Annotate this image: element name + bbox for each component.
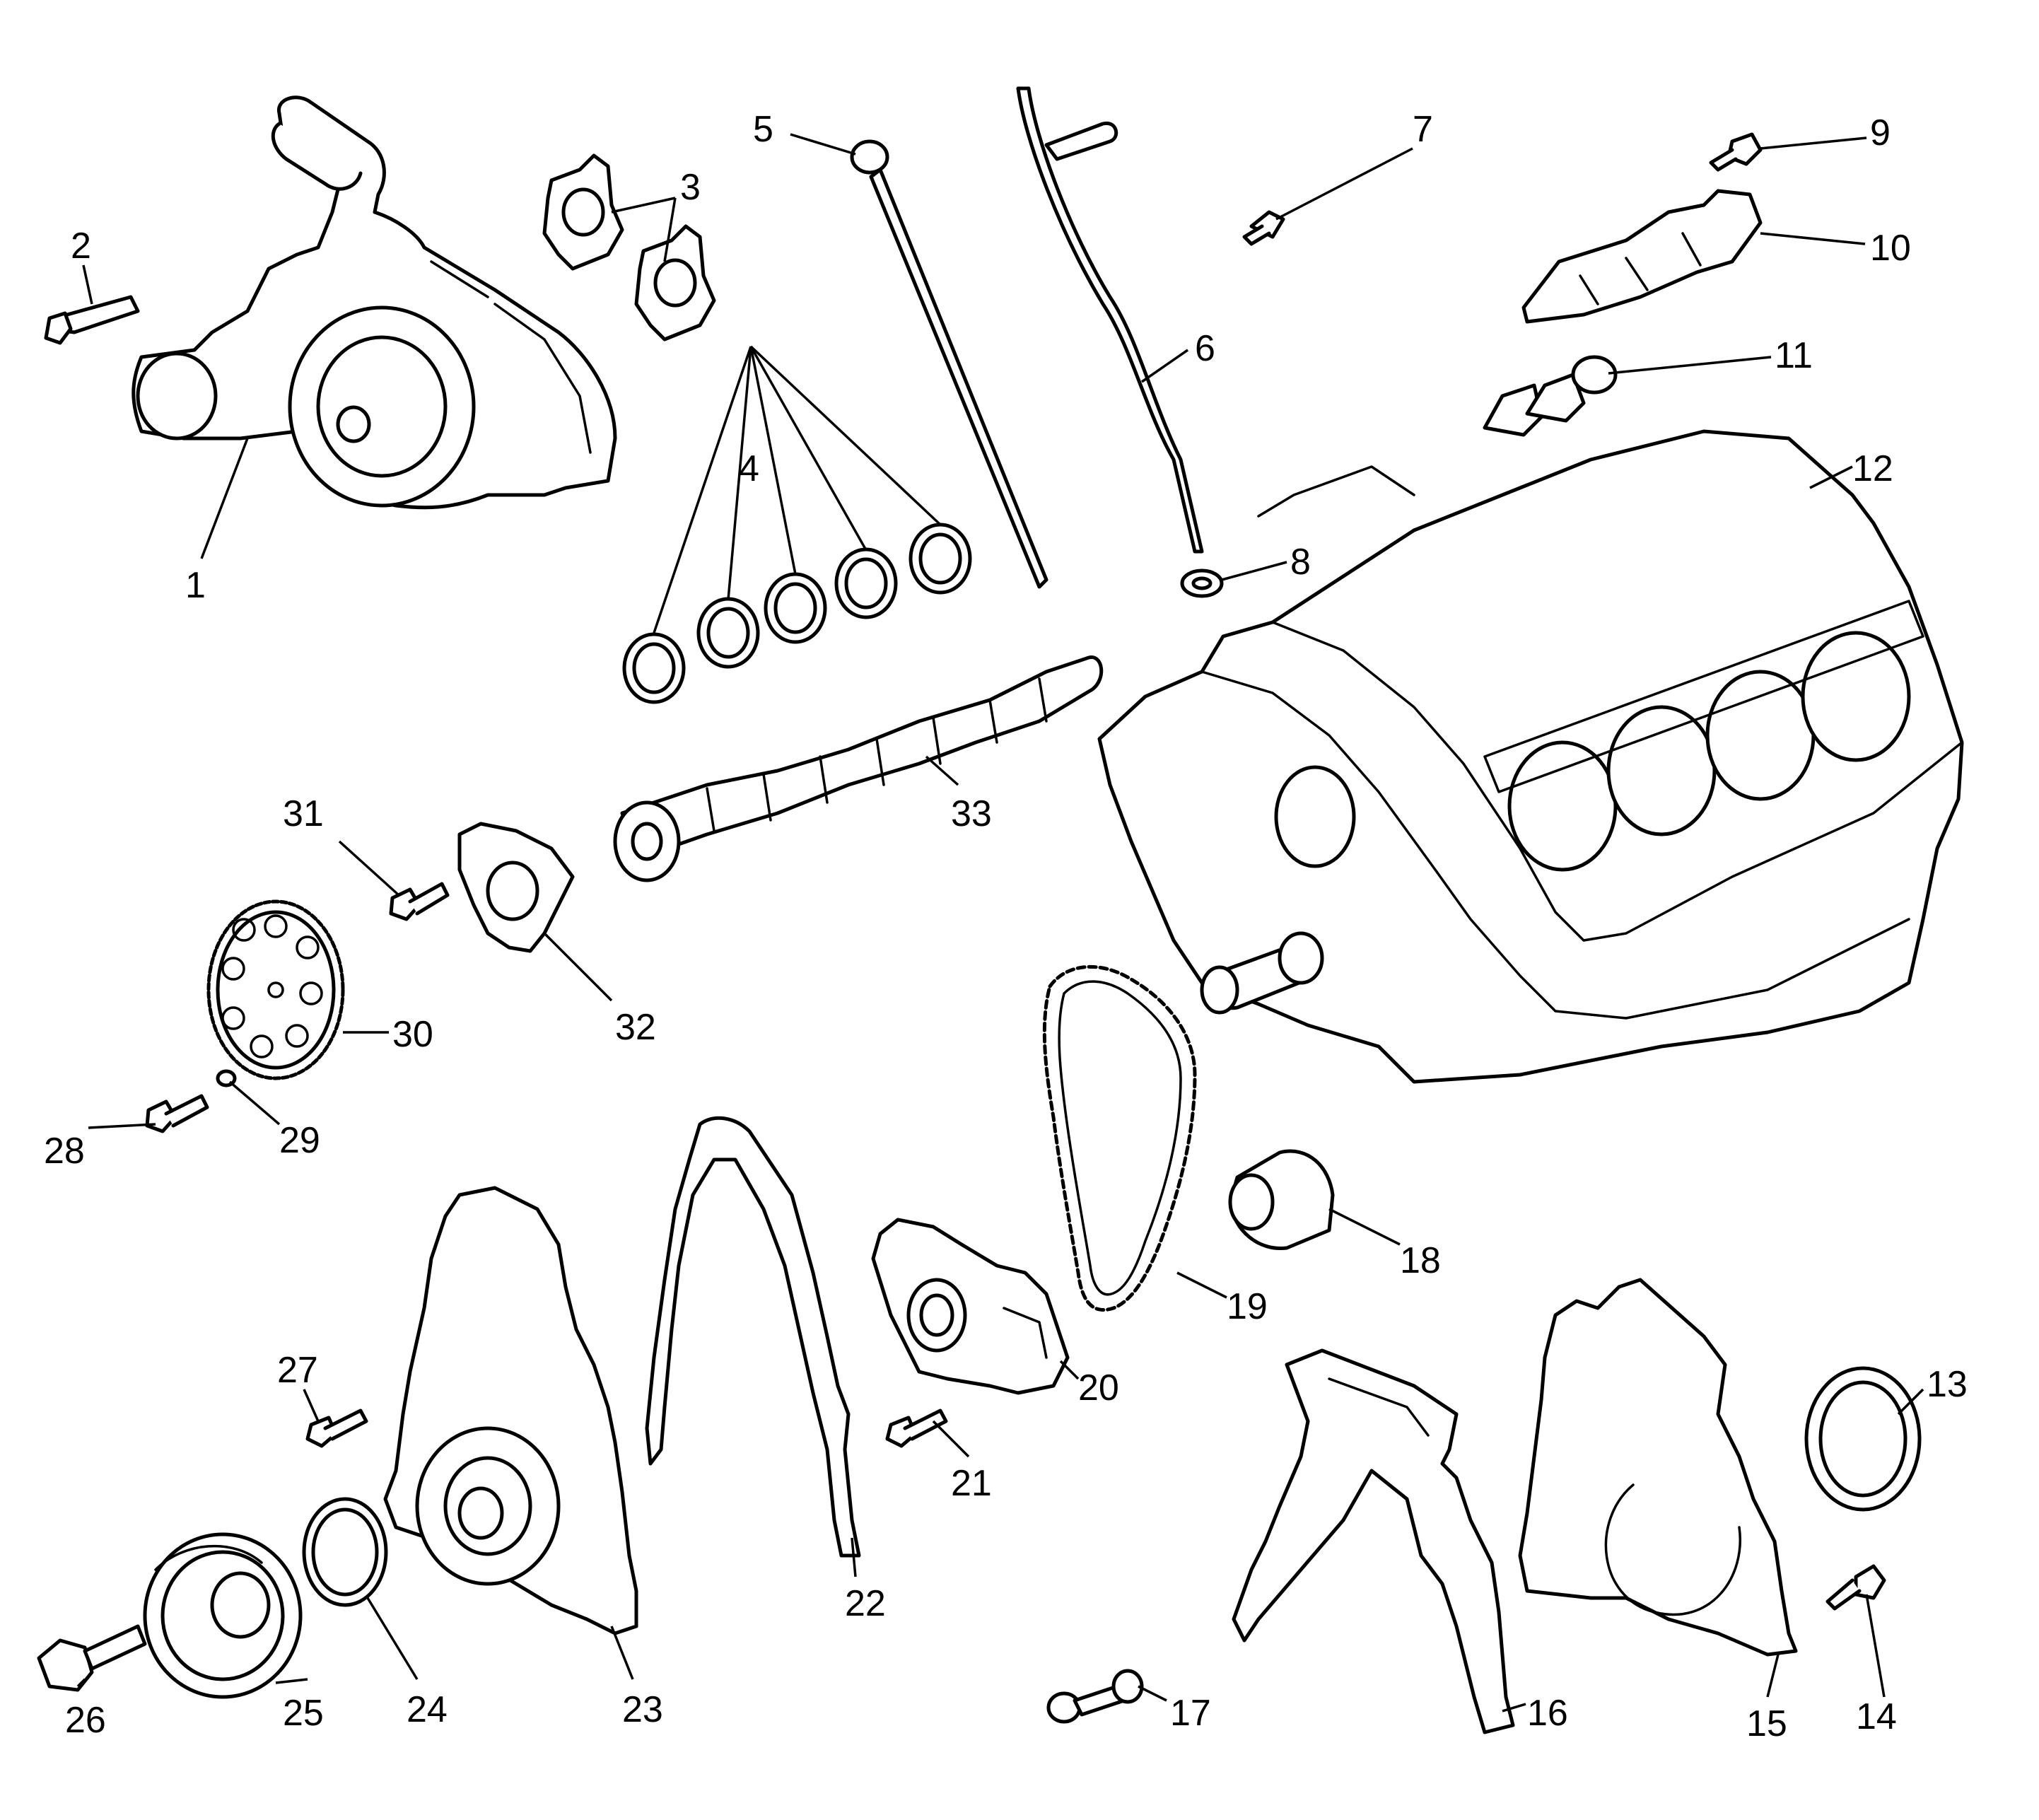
bolt-9 <box>1709 132 1763 172</box>
callout-27: 27 <box>277 1350 318 1391</box>
bolt-27 <box>305 1408 368 1448</box>
crank-sprocket-18 <box>1228 1149 1335 1251</box>
callout-15: 15 <box>1746 1703 1787 1744</box>
water-pump <box>132 95 617 510</box>
callout-11: 11 <box>1775 335 1813 376</box>
rear-gasket-16 <box>1232 1348 1515 1734</box>
lifter-guide-10 <box>1521 189 1763 324</box>
bolt-14 <box>1825 1564 1886 1611</box>
cam-sprocket-30 <box>206 899 345 1080</box>
callout-8: 8 <box>1290 542 1311 583</box>
callout-3: 3 <box>680 167 701 208</box>
callout-30: 30 <box>392 1014 433 1055</box>
callout-33: 33 <box>951 793 992 834</box>
front-cover-23 <box>383 1186 638 1635</box>
gasket-3-upper <box>542 153 624 271</box>
callout-17: 17 <box>1170 1693 1211 1734</box>
valve-lifters-11 <box>1483 355 1618 437</box>
callout-numbers: 1 2 3 4 5 6 7 8 9 10 11 12 13 14 15 16 1… <box>44 109 1968 1744</box>
gasket-3-lower <box>634 224 716 342</box>
washer-8 <box>1180 568 1224 598</box>
engine-block-12 <box>1097 429 1964 1084</box>
callout-6: 6 <box>1195 328 1215 369</box>
callout-26: 26 <box>65 1700 106 1741</box>
cam-bearings-4 <box>622 523 972 704</box>
timing-chain-19 <box>1042 964 1197 1312</box>
callout-29: 29 <box>279 1120 320 1161</box>
callout-21: 21 <box>951 1463 992 1504</box>
bolt-7 <box>1242 210 1285 246</box>
dipstick-5 <box>850 139 1048 589</box>
bolt-31 <box>389 882 450 921</box>
thrust-plate-32 <box>457 822 575 953</box>
bolt-21 <box>885 1408 948 1448</box>
callout-22: 22 <box>845 1583 886 1624</box>
callout-19: 19 <box>1227 1286 1268 1327</box>
callout-24: 24 <box>407 1689 448 1730</box>
callout-7: 7 <box>1413 109 1433 150</box>
callout-18: 18 <box>1400 1240 1441 1281</box>
balancer-25 <box>143 1532 303 1699</box>
front-seal-24 <box>302 1497 388 1607</box>
camshaft-33 <box>613 655 1104 882</box>
callout-5: 5 <box>753 109 773 150</box>
callout-2: 2 <box>71 226 91 267</box>
callout-1: 1 <box>185 565 206 606</box>
callout-28: 28 <box>44 1131 85 1172</box>
callout-13: 13 <box>1927 1364 1968 1405</box>
bolt-28 <box>145 1094 209 1133</box>
callout-20: 20 <box>1078 1367 1119 1408</box>
front-cover-gasket-22 <box>645 1116 861 1558</box>
callout-25: 25 <box>283 1693 324 1734</box>
oil-pump-20 <box>871 1218 1070 1395</box>
rear-seal-13 <box>1804 1366 1922 1512</box>
callout-12: 12 <box>1852 448 1893 489</box>
bolt-2 <box>44 295 140 345</box>
callout-14: 14 <box>1856 1696 1897 1737</box>
callout-4: 4 <box>739 448 759 489</box>
callout-10: 10 <box>1870 228 1911 269</box>
bolt-17 <box>1046 1669 1144 1724</box>
rear-cover-15 <box>1518 1278 1798 1657</box>
dipstick-tube-6 <box>1016 86 1204 554</box>
callout-32: 32 <box>615 1007 656 1048</box>
leader-lines <box>76 133 1924 1713</box>
callout-23: 23 <box>622 1689 663 1730</box>
bolt-26 <box>37 1624 147 1692</box>
callout-9: 9 <box>1870 112 1891 153</box>
callout-31: 31 <box>283 793 324 834</box>
callout-16: 16 <box>1527 1693 1568 1734</box>
